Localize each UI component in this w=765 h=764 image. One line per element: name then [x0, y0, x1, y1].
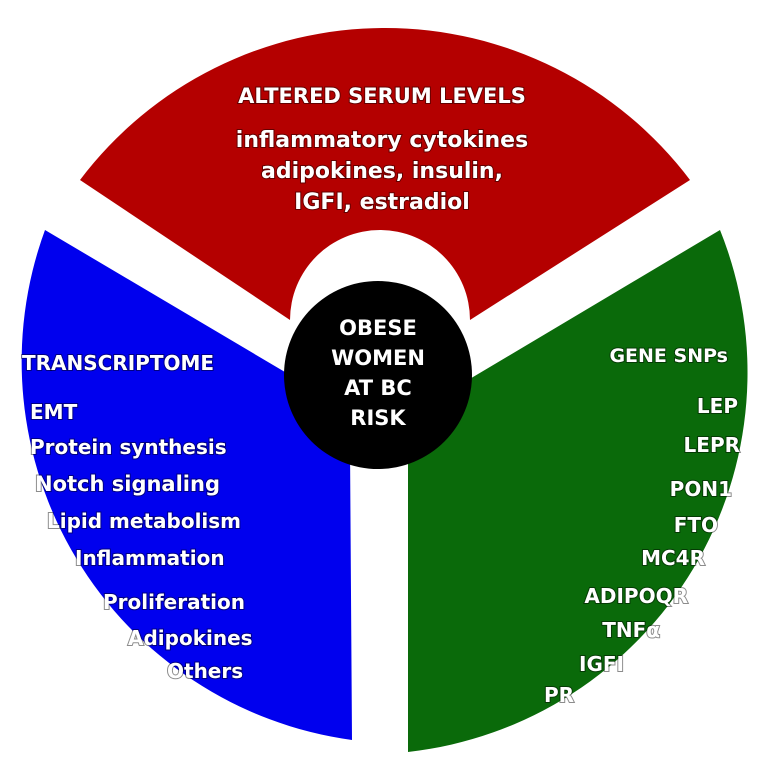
left-segment-item: EMT — [30, 400, 78, 424]
top-segment-line: IGFI, estradiol — [294, 190, 470, 215]
left-segment-item: Lipid metabolism — [47, 509, 241, 533]
right-segment-item: FTO — [674, 513, 718, 537]
right-segment-item: PR — [544, 683, 574, 707]
left-segment-item: Inflammation — [75, 546, 225, 570]
top-segment-line: adipokines, insulin, — [261, 159, 503, 184]
center-line: RISK — [350, 406, 406, 430]
right-segment-item: MC4R — [641, 546, 705, 570]
left-segment-item: Adipokines — [128, 626, 253, 650]
left-segment-item: Notch signaling — [35, 472, 220, 496]
center-circle — [284, 281, 472, 469]
right-segment-item: IGFI — [579, 652, 624, 676]
left-segment-title: TRANSCRIPTOME — [22, 351, 214, 375]
left-segment-item: Protein synthesis — [30, 435, 227, 459]
top-segment-line: inflammatory cytokines — [236, 128, 528, 153]
right-segment-item: TNFα — [602, 618, 660, 642]
right-segment-item: LEP — [697, 394, 738, 418]
center-line: WOMEN — [331, 346, 425, 370]
right-segment-item: PON1 — [670, 477, 732, 501]
segment-transcriptome — [21, 230, 353, 740]
segment-gene-snps — [408, 230, 748, 752]
top-segment-title: ALTERED SERUM LEVELS — [238, 84, 526, 108]
left-segment-item: Proliferation — [103, 590, 245, 614]
center-line: AT BC — [344, 376, 412, 400]
right-segment-title: GENE SNPs — [609, 345, 728, 367]
center-line: OBESE — [339, 316, 417, 340]
segment-altered-serum-levels — [80, 27, 690, 321]
left-segment-item: Others — [167, 659, 243, 683]
right-segment-item: ADIPOQR — [584, 584, 688, 608]
right-segment-item: LEPR — [684, 433, 740, 457]
